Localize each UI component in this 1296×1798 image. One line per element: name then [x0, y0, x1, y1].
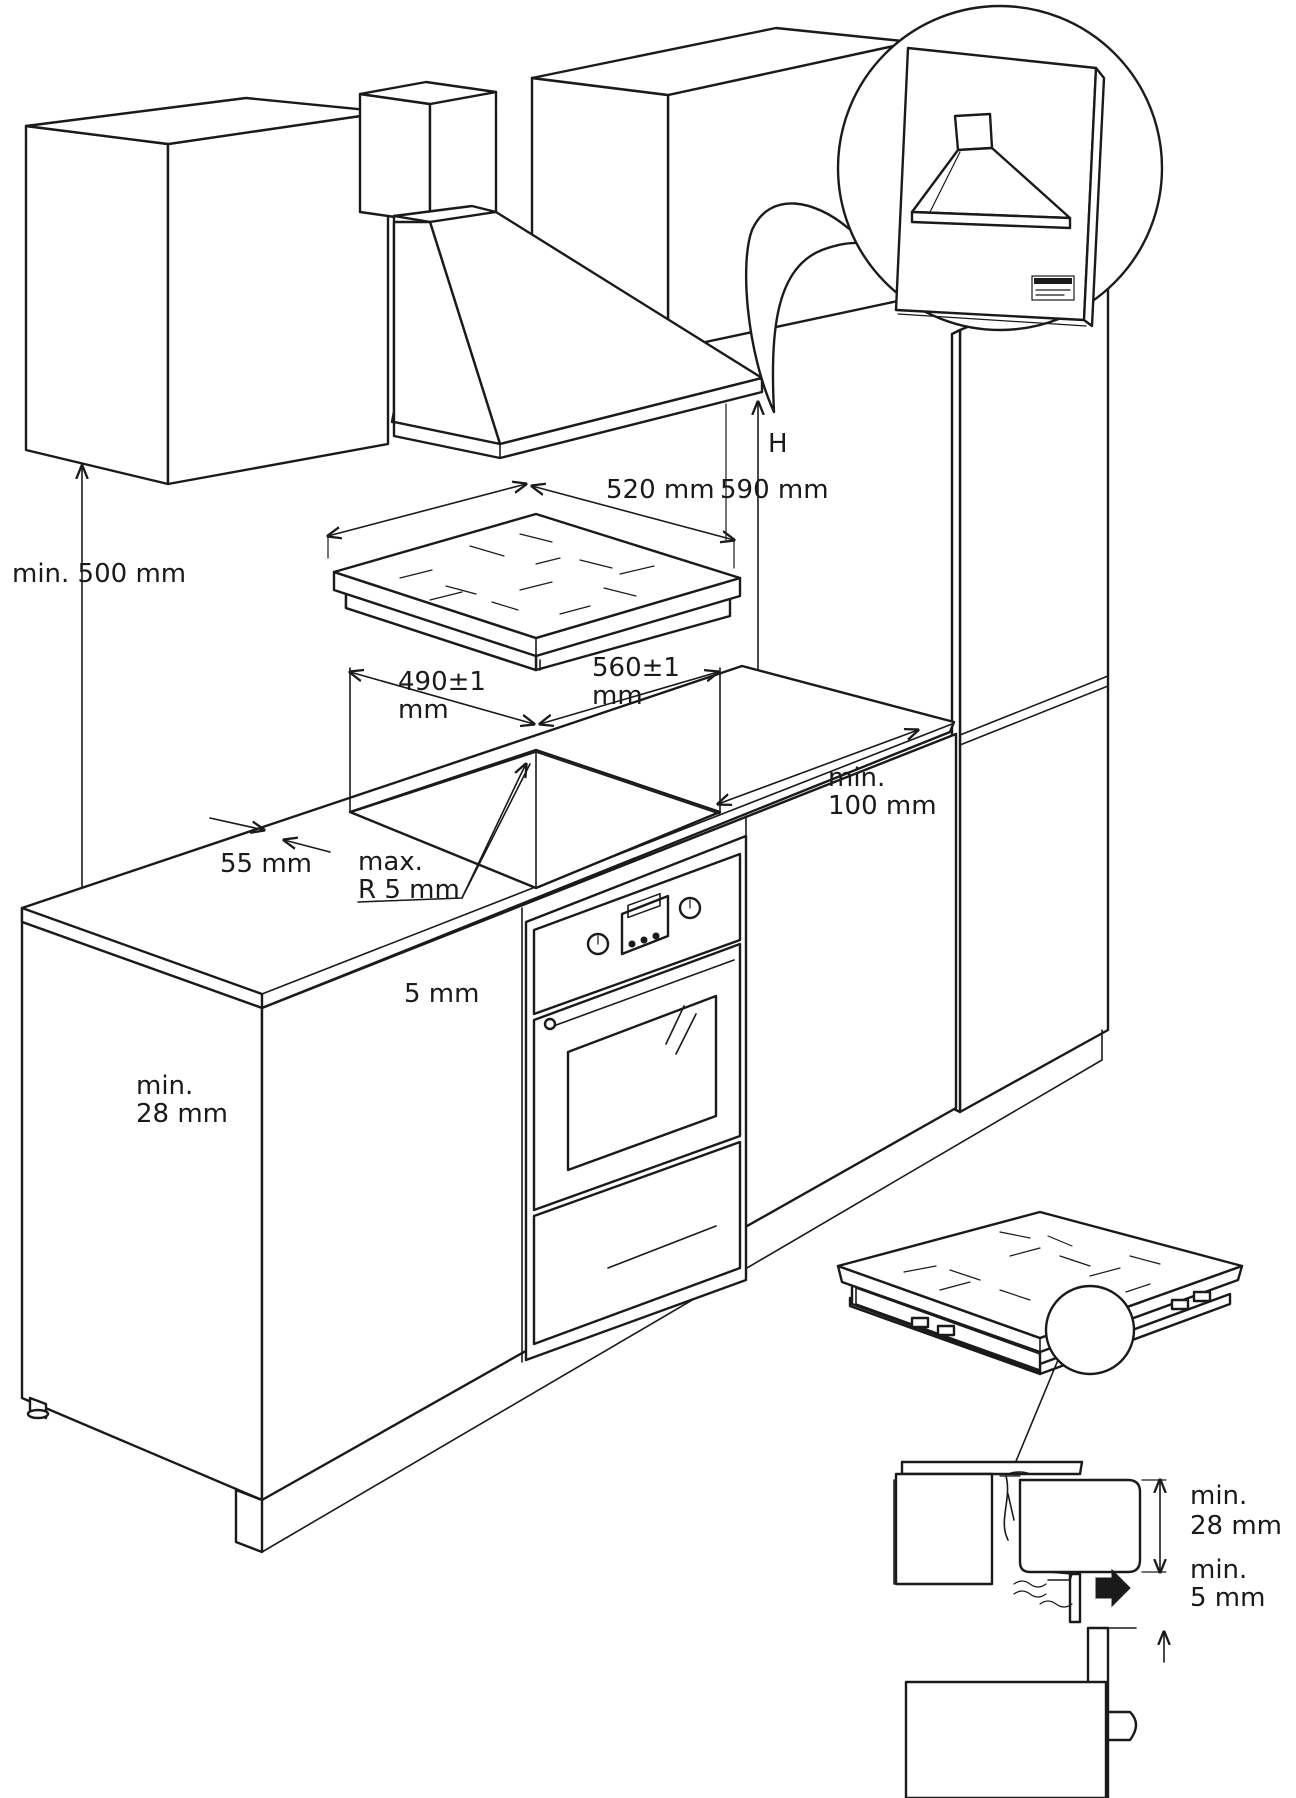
- corner-radius-label-1: max.: [358, 847, 423, 877]
- oven: [524, 834, 748, 1362]
- cooker-hood: [358, 80, 764, 460]
- detail-gap-label-1: min.: [1190, 1555, 1247, 1585]
- hood-manual-callout: [745, 4, 1164, 414]
- cutout-depth-label-2: mm: [398, 695, 449, 725]
- tall-cabinet: [950, 268, 1110, 1114]
- cutout-depth-label-1: 490±1: [398, 667, 486, 697]
- air-flow-arrow-icon: [1013, 1568, 1131, 1608]
- detail-gap-label-2: 5 mm: [1190, 1583, 1265, 1613]
- cutout-width-label-2: mm: [592, 681, 643, 711]
- worktop-section-detail: [893, 1460, 1166, 1798]
- oven-gap-label: 5 mm: [404, 979, 479, 1009]
- hob-depth-label: 520 mm: [606, 475, 715, 505]
- wall-cabinet-gap-label: min. 500 mm: [12, 559, 186, 589]
- hob-top-view: [332, 512, 742, 672]
- side-margin-label-2: 100 mm: [828, 791, 937, 821]
- worktop-thickness-label-2: 28 mm: [136, 1099, 228, 1129]
- hob-width-label: 590 mm: [720, 475, 829, 505]
- detail-thickness-label-2: 28 mm: [1190, 1511, 1282, 1541]
- hood-height-label: H: [768, 429, 788, 459]
- corner-radius-label-2: R 5 mm: [358, 875, 460, 905]
- hood-manual-book-icon: [894, 46, 1106, 328]
- worktop-thickness-label-1: min.: [136, 1071, 193, 1101]
- detail-thickness-label-1: min.: [1190, 1481, 1247, 1511]
- side-margin-label-1: min.: [828, 763, 885, 793]
- cutout-width-label-1: 560±1: [592, 653, 680, 683]
- wall-cabinet-left: [24, 96, 390, 486]
- hob-detail-view: [836, 1210, 1244, 1467]
- front-margin-label: 55 mm: [220, 849, 312, 879]
